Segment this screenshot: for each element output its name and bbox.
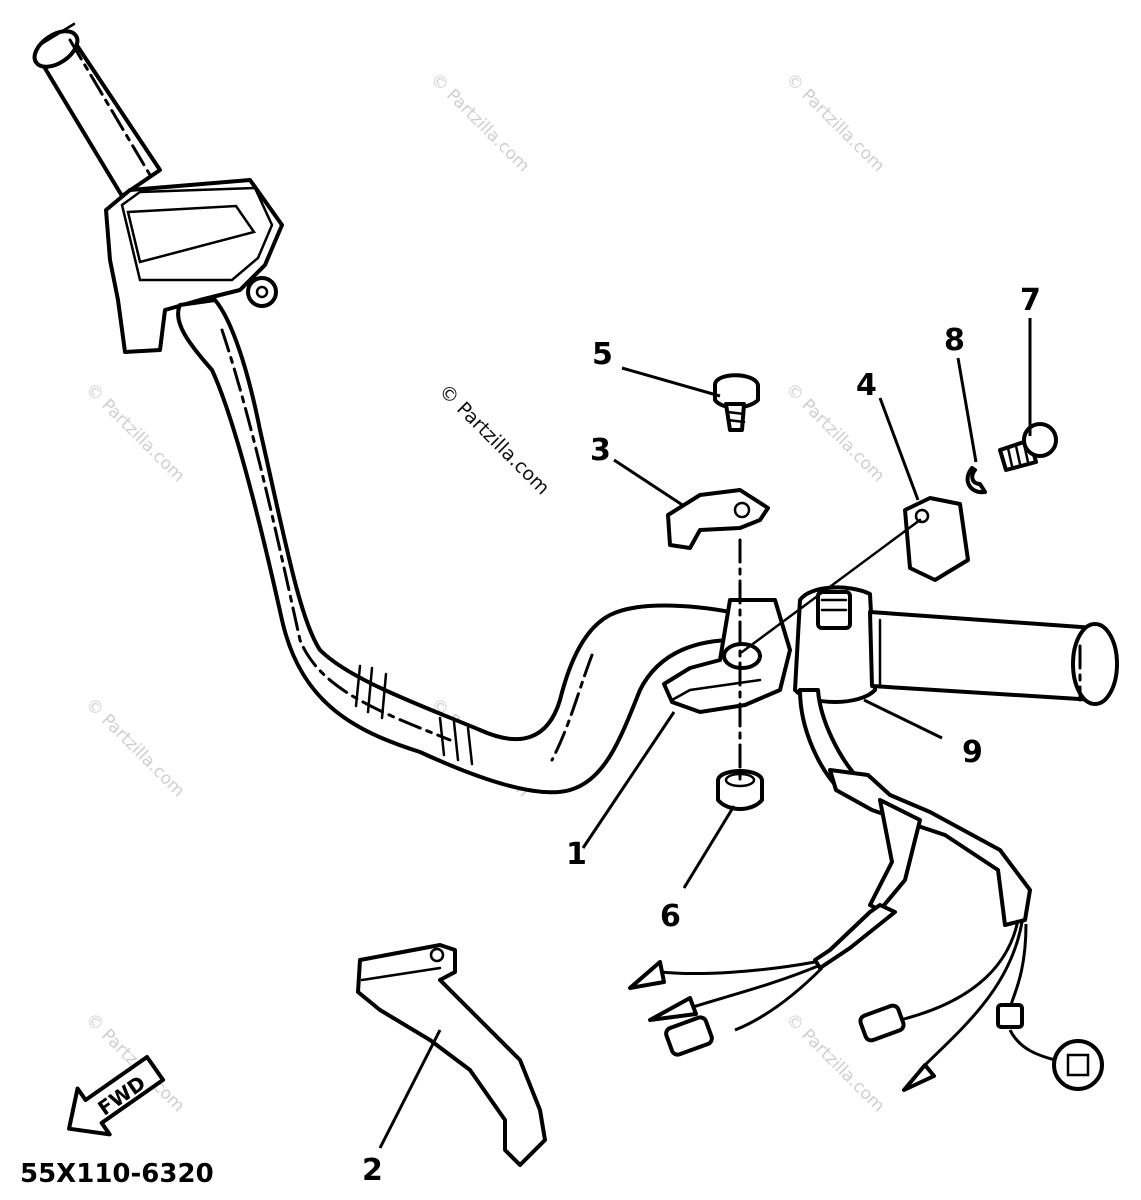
left-grip xyxy=(32,22,162,198)
wiring-harness xyxy=(628,688,1104,1092)
callout-4: 4 xyxy=(856,368,877,403)
leader-lines xyxy=(378,318,1032,1149)
drawing-number: 55X110-6320 xyxy=(20,1159,214,1189)
callout-1: 1 xyxy=(566,837,587,872)
watermark: © Partzilla.com xyxy=(426,69,533,176)
switch-assembly xyxy=(793,585,1119,706)
lever-holder xyxy=(662,598,792,714)
watermark: © Partzilla.com xyxy=(81,694,188,801)
callout-5: 5 xyxy=(592,337,613,372)
watermark: © Partzilla.com xyxy=(781,69,888,176)
clutch-lever xyxy=(356,943,547,1167)
clamp-part-3 xyxy=(666,488,770,550)
callout-6: 6 xyxy=(660,899,681,934)
throttle-housing xyxy=(104,178,284,354)
alignment-lines xyxy=(738,518,922,782)
screw-part-7 xyxy=(998,422,1058,472)
callout-9: 9 xyxy=(962,735,983,770)
washer-part-8 xyxy=(965,466,987,495)
watermark: © Partzilla.com xyxy=(81,379,188,486)
callouts: 1 2 3 4 5 6 7 8 9 xyxy=(362,283,1041,1188)
callout-3: 3 xyxy=(590,433,611,468)
forward-arrow: FWD xyxy=(67,1054,166,1137)
callout-7: 7 xyxy=(1020,283,1041,318)
bolt-part-5 xyxy=(713,373,760,432)
bracket-part-4 xyxy=(903,496,970,582)
watermark-main: © Partzilla.com xyxy=(434,380,553,499)
callout-8: 8 xyxy=(944,323,965,358)
callout-2: 2 xyxy=(362,1153,383,1188)
